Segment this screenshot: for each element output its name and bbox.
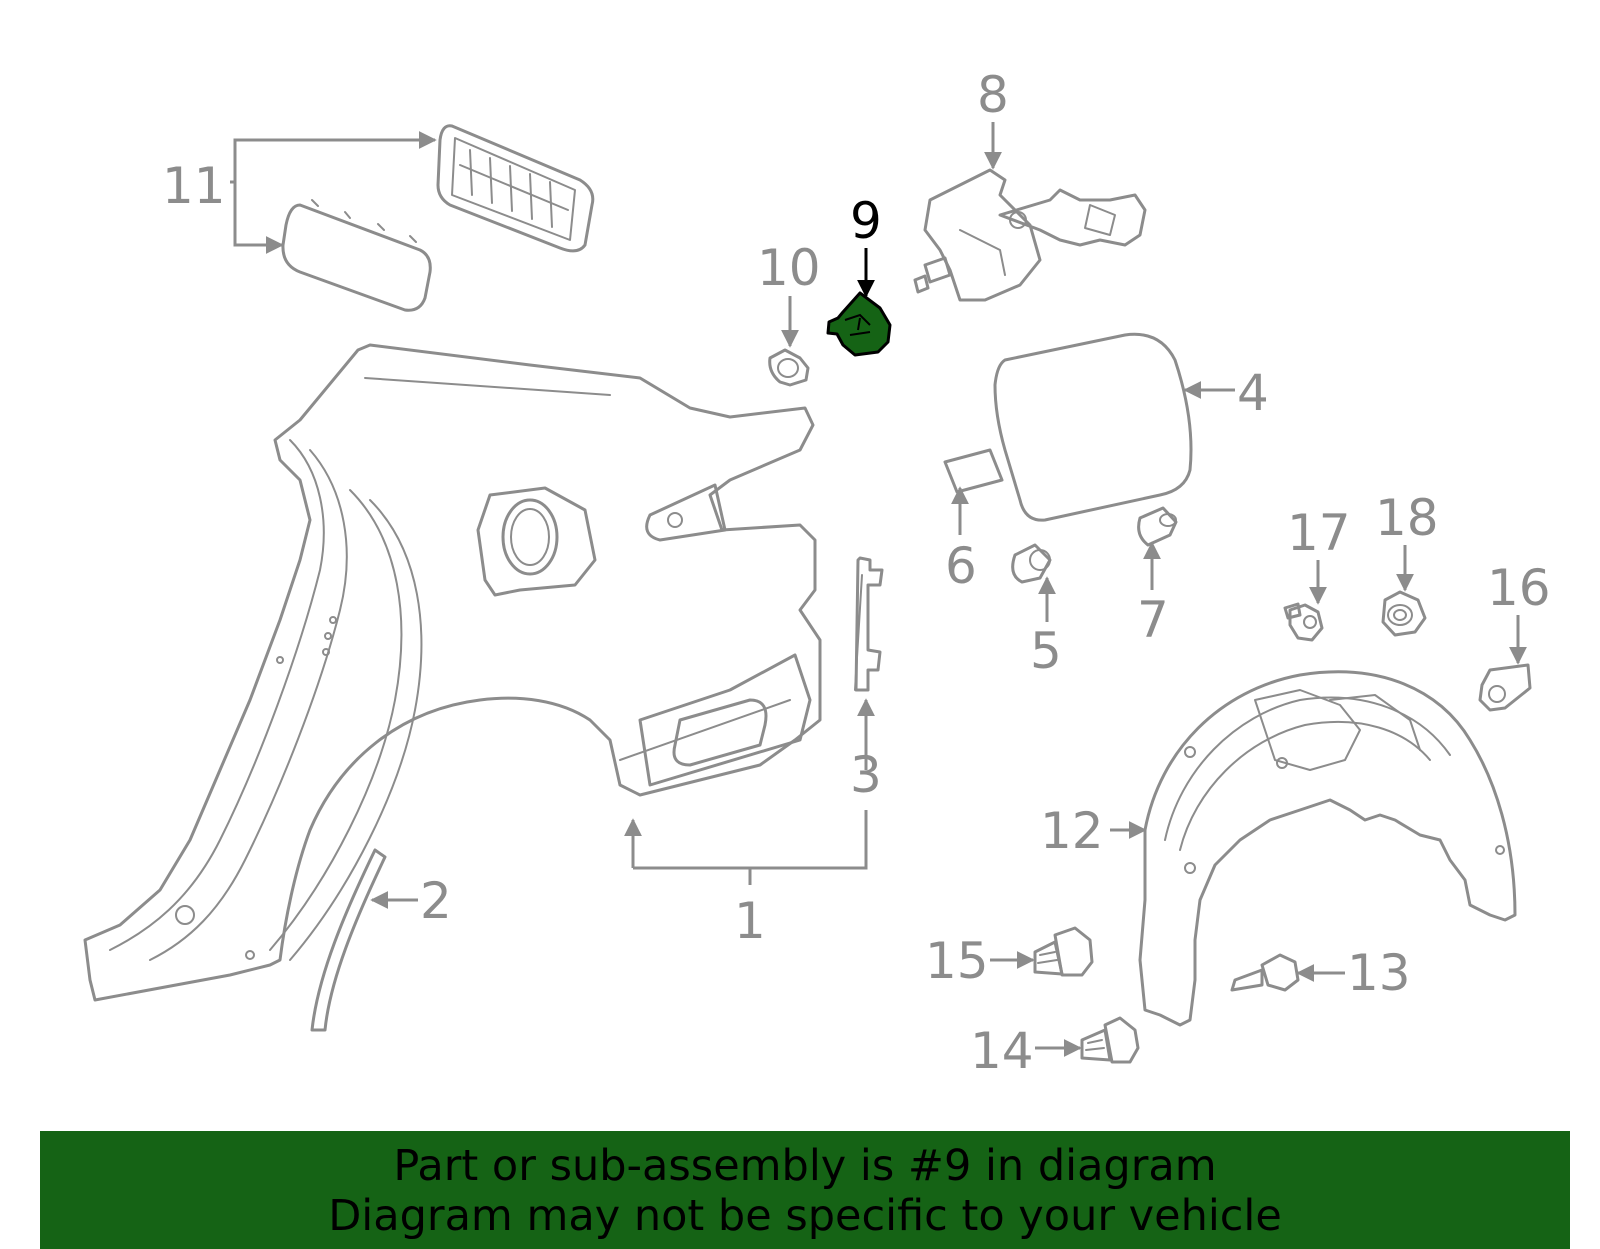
info-banner: Part or sub-assembly is #9 in diagram Di…: [40, 1131, 1570, 1249]
part-6-label: [943, 448, 1004, 494]
part-5-bushing: [1011, 543, 1052, 584]
part-11-vent-upper: [436, 124, 595, 253]
callout-14: 14: [970, 1022, 1034, 1080]
part-1-quarter-panel: [83, 343, 822, 1002]
part-8-lock-actuator: [913, 168, 1147, 302]
callout-17: 17: [1287, 504, 1351, 562]
callout-12: 12: [1040, 802, 1104, 860]
part-17-push-clip: [1283, 602, 1324, 642]
callout-5: 5: [1030, 622, 1062, 680]
part-7-stopper: [1137, 506, 1178, 547]
part-14-clip: [1080, 1016, 1140, 1064]
part-13-bolt: [1230, 953, 1300, 992]
callout-1: 1: [734, 892, 766, 950]
part-12-fender-liner: [1138, 670, 1517, 1027]
part-11-vent-lower: [281, 199, 432, 312]
callout-6: 6: [945, 537, 977, 595]
callout-11: 11: [162, 157, 226, 215]
callout-18: 18: [1375, 489, 1439, 547]
part-4-fuel-door: [993, 332, 1193, 522]
banner-line-2: Diagram may not be specific to your vehi…: [328, 1191, 1282, 1241]
callout-13: 13: [1347, 944, 1411, 1002]
part-10-clip: [768, 348, 810, 387]
part-9-housing: [826, 291, 892, 357]
part-18-grommet: [1381, 590, 1427, 637]
part-16-clip: [1478, 663, 1532, 712]
part-2-moulding: [310, 848, 387, 1032]
callout-3: 3: [850, 746, 882, 804]
callout-7: 7: [1137, 591, 1169, 649]
part-3-bracket: [854, 556, 884, 692]
parts-diagram: 1 2 3 4 5 6 7 8 9 10 11 12 13 14 15 16 1…: [83, 66, 1551, 1080]
leader-lines: [230, 122, 1527, 1057]
callout-8: 8: [977, 66, 1009, 124]
callout-labels: 1 2 3 4 5 6 7 8 9 10 11 12 13 14 15 16 1…: [162, 66, 1551, 1080]
banner-line-1: Part or sub-assembly is #9 in diagram: [393, 1141, 1217, 1191]
callout-2: 2: [420, 872, 452, 930]
callout-10: 10: [757, 239, 821, 297]
callout-4: 4: [1237, 364, 1269, 422]
callout-9: 9: [850, 192, 882, 250]
part-15-clip: [1033, 926, 1094, 977]
callout-15: 15: [925, 932, 989, 990]
callout-16: 16: [1487, 559, 1551, 617]
